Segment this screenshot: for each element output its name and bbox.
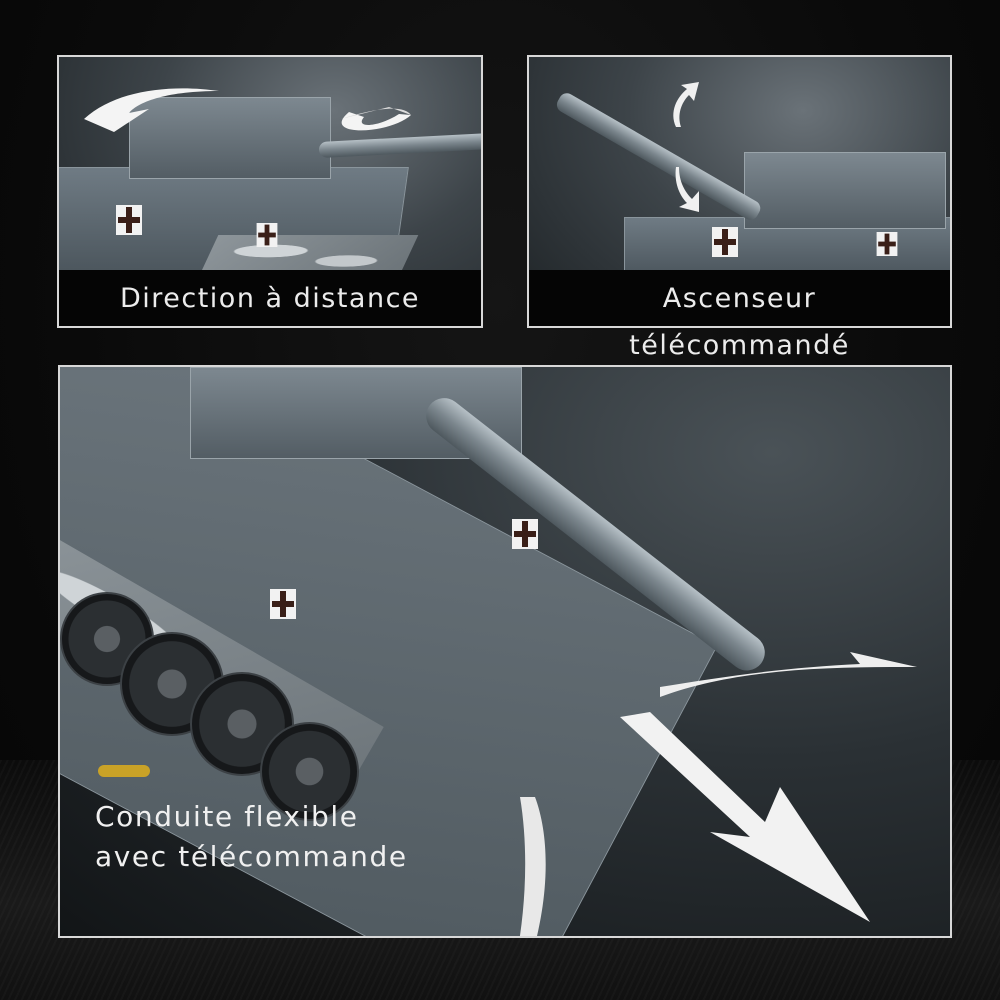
accent-bar xyxy=(98,765,150,777)
caption-elevation-line2: télécommandé xyxy=(629,330,850,361)
caption-bar: Direction à distance xyxy=(59,270,481,326)
panel-turret-rotation: Direction à distance xyxy=(57,55,483,328)
panel-flexible-driving xyxy=(58,365,952,938)
road-wheel xyxy=(260,722,359,821)
feature-caption: Conduite flexible avec télécommande xyxy=(95,797,408,877)
balkenkreuz-marking xyxy=(876,232,898,256)
balkenkreuz-marking xyxy=(712,227,738,257)
panel-barrel-elevation: Ascenseur xyxy=(527,55,952,328)
caption-bar: Ascenseur xyxy=(529,270,950,326)
caption-driving-line1: Conduite flexible xyxy=(95,800,359,833)
balkenkreuz-marking xyxy=(256,223,278,247)
tank-turret xyxy=(744,152,946,229)
balkenkreuz-marking xyxy=(512,519,538,549)
tank-camo-panel xyxy=(199,235,419,275)
caption-elevation-line1: Ascenseur xyxy=(662,282,817,314)
balkenkreuz-marking xyxy=(270,589,296,619)
balkenkreuz-marking xyxy=(116,205,142,235)
caption-turret-rotation: Direction à distance xyxy=(119,282,421,314)
tank-image-topdown xyxy=(60,367,950,936)
caption-driving-line2: avec télécommande xyxy=(95,840,408,873)
tank-turret xyxy=(129,97,331,179)
